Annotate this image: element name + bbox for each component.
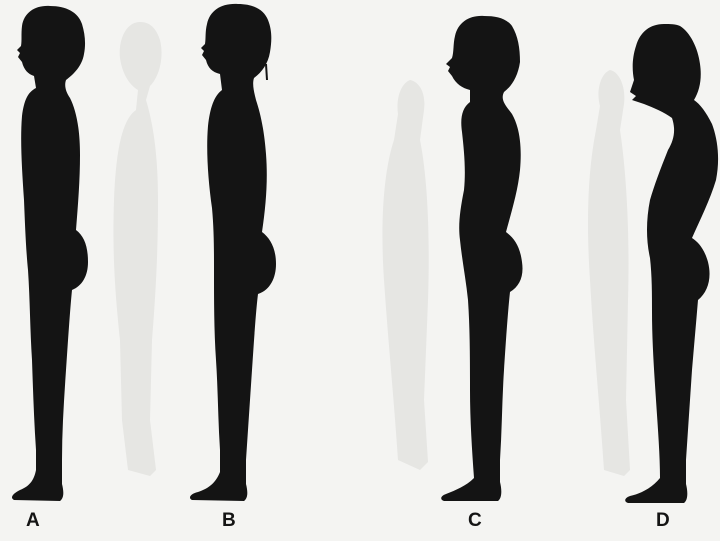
figure-label-a: A bbox=[26, 510, 40, 532]
silhouette-c bbox=[441, 16, 522, 501]
ghost-figure-2 bbox=[382, 80, 428, 470]
silhouette-b-detail bbox=[266, 64, 267, 80]
figure-label-c: C bbox=[468, 510, 482, 532]
ghost-figure-1 bbox=[113, 22, 161, 476]
ghost-figure-3 bbox=[588, 70, 630, 476]
bleed-through-ghosts bbox=[113, 22, 630, 476]
silhouette-d bbox=[625, 24, 718, 503]
silhouette-a bbox=[12, 6, 88, 501]
silhouette-b bbox=[190, 4, 276, 501]
figure-label-d: D bbox=[656, 510, 670, 532]
figure-label-b: B bbox=[222, 510, 236, 532]
